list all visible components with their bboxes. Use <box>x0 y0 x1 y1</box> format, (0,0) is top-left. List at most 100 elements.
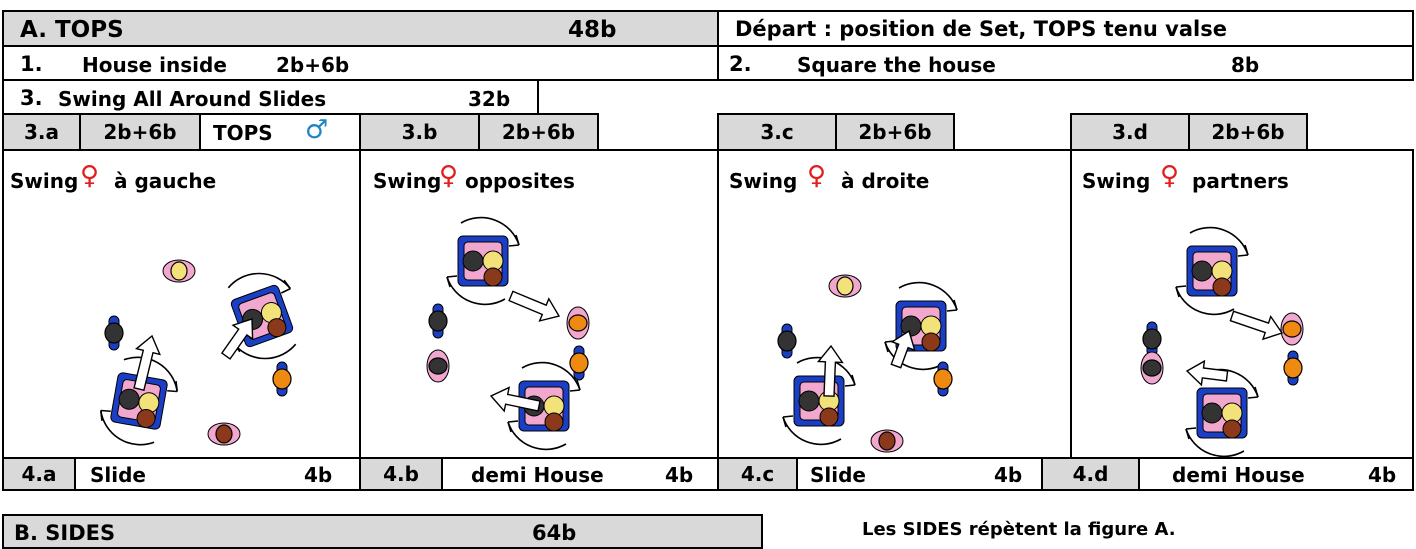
swing-target-d: partners <box>1192 169 1289 193</box>
move-b-name: demi House <box>471 463 604 487</box>
move-d-name: demi House <box>1172 463 1305 487</box>
diagram-panel-b: Swing ♀ opposites <box>359 149 719 459</box>
swinging-couple <box>446 216 520 306</box>
woman-dancer <box>1280 312 1304 346</box>
man-dancer <box>933 361 953 397</box>
diagram-panel-a: Swing ♀ à gauche <box>2 149 361 459</box>
swing-label-b: Swing <box>373 169 442 193</box>
swing-label-d: Swing <box>1082 169 1151 193</box>
woman-dancer <box>870 429 904 453</box>
movement-arrow <box>816 344 844 397</box>
swing-label-c: Swing <box>729 169 798 193</box>
movement-arrow <box>1185 359 1229 387</box>
mars-icon: ♂ <box>305 115 329 145</box>
figure-3-cell: 3. Swing All Around Slides 32b <box>2 79 539 115</box>
figure-1-beats: 2b+6b <box>276 53 350 77</box>
dance-diagram-a <box>99 259 297 446</box>
woman-dancer <box>207 422 241 446</box>
section-b-title: B. SIDES <box>14 521 116 545</box>
section-a-header: A. TOPS 48b <box>2 10 719 47</box>
subfigure-b-beats: 2b+6b <box>478 113 599 151</box>
venus-icon: ♀ <box>80 161 100 191</box>
subfigure-a-beats: 2b+6b <box>79 113 201 151</box>
figure-3-name: Swing All Around Slides <box>58 87 327 111</box>
subfigure-b-id: 3.b <box>359 113 480 151</box>
swinging-couple <box>227 272 297 360</box>
woman-dancer <box>426 349 450 383</box>
man-dancer <box>777 323 797 359</box>
move-a-id: 4.a <box>2 457 76 491</box>
move-c-id: 4.c <box>717 457 798 491</box>
subfigure-d-id: 3.d <box>1070 113 1190 151</box>
figure-2-cell: 2. Square the house 8b <box>717 45 1414 81</box>
section-b-beats: 64b <box>532 521 577 545</box>
figure-3-number: 3. <box>20 86 43 110</box>
move-b-cell: demi House 4b <box>441 457 719 491</box>
move-b-id: 4.b <box>359 457 443 491</box>
section-a-title: A. TOPS <box>20 17 124 43</box>
move-c-name: Slide <box>810 463 866 487</box>
dance-diagram-d <box>1140 226 1304 457</box>
section-a-beats: 48b <box>568 17 617 43</box>
section-b-header: B. SIDES 64b <box>2 514 763 549</box>
man-dancer <box>428 303 448 339</box>
subfigure-a-who: TOPS <box>213 121 273 145</box>
move-d-id: 4.d <box>1041 457 1140 491</box>
swinging-couple <box>884 281 958 371</box>
woman-dancer <box>1140 351 1164 385</box>
movement-arrow <box>508 290 561 322</box>
move-d-cell: demi House 4b <box>1138 457 1414 491</box>
man-dancer <box>104 315 124 351</box>
woman-dancer <box>162 259 196 283</box>
swinging-couple <box>99 356 179 446</box>
figure-3-beats: 32b <box>468 87 511 111</box>
woman-dancer <box>566 306 590 340</box>
figure-1-name: House inside <box>82 53 227 77</box>
venus-icon: ♀ <box>439 161 459 191</box>
swinging-couple <box>1185 368 1259 457</box>
subfigure-a-id: 3.a <box>2 113 81 151</box>
figure-1-cell: 1. House inside 2b+6b <box>2 45 719 81</box>
move-c-cell: Slide 4b <box>796 457 1043 491</box>
subfigure-c-beats: 2b+6b <box>835 113 955 151</box>
move-a-beats: 4b <box>304 463 333 487</box>
subfigure-c-id: 3.c <box>717 113 837 151</box>
swing-target-c: à droite <box>841 169 930 193</box>
section-b-note: Les SIDES répètent la figure A. <box>862 519 1176 540</box>
swinging-couple <box>782 356 856 446</box>
diagram-panel-c: Swing ♀ à droite <box>717 149 1072 459</box>
subfigure-a-who-cell: TOPS ♂ <box>199 113 361 151</box>
movement-arrow <box>890 329 916 369</box>
figure-2-name: Square the house <box>797 53 996 77</box>
figure-1-number: 1. <box>20 52 43 76</box>
man-dancer <box>1283 350 1303 386</box>
move-a-cell: Slide 4b <box>74 457 361 491</box>
start-note-cell: Départ : position de Set, TOPS tenu vals… <box>717 10 1414 47</box>
figure-2-beats: 8b <box>1231 53 1260 77</box>
move-a-name: Slide <box>90 463 146 487</box>
figure-2-number: 2. <box>729 52 752 76</box>
woman-dancer <box>828 274 862 298</box>
swinging-couple <box>1175 226 1249 316</box>
dance-diagram-b <box>426 216 590 451</box>
start-note: Départ : position de Set, TOPS tenu vals… <box>735 17 1227 41</box>
man-dancer <box>272 361 292 397</box>
swing-target-b: opposites <box>465 169 575 193</box>
man-dancer <box>1142 321 1162 357</box>
movement-arrow <box>133 334 161 392</box>
movement-arrow <box>220 318 254 360</box>
diagram-panel-d: Swing ♀ partners <box>1070 149 1414 459</box>
man-dancer <box>569 345 589 381</box>
venus-icon: ♀ <box>807 161 827 191</box>
venus-icon: ♀ <box>1160 161 1180 191</box>
dance-diagram-c <box>777 274 958 453</box>
swing-target-a: à gauche <box>114 169 217 193</box>
movement-arrow <box>1229 310 1284 341</box>
move-d-beats: 4b <box>1368 463 1397 487</box>
subfigure-d-beats: 2b+6b <box>1188 113 1308 151</box>
move-c-beats: 4b <box>994 463 1023 487</box>
swing-label-a: Swing <box>10 169 79 193</box>
swinging-couple <box>507 361 581 451</box>
move-b-beats: 4b <box>665 463 694 487</box>
movement-arrow <box>489 386 541 413</box>
